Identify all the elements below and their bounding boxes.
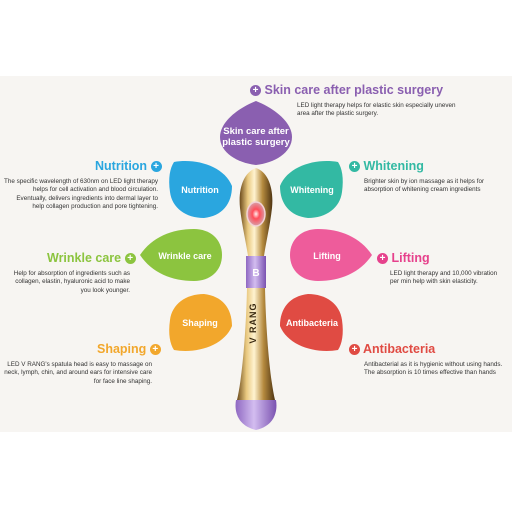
skincare-title: + Skin care after plastic surgery	[250, 83, 443, 97]
antibacteria-title: + Antibacteria	[349, 342, 435, 356]
plus-icon: +	[250, 85, 261, 96]
skincare-petal-shape	[220, 101, 292, 165]
plus-icon: +	[349, 344, 360, 355]
lifting-petal-shape	[290, 229, 372, 281]
plus-icon: +	[149, 344, 161, 355]
antibacteria-petal-shape	[280, 294, 343, 351]
shaping-description: LED V RANG's spatula head is easy to mas…	[4, 361, 152, 385]
device-brand-text: V RANG	[248, 302, 258, 344]
antibacteria-petal: Antibacteria	[285, 317, 338, 328]
plus-icon: +	[150, 161, 162, 172]
wrinkle-description: Help for absorption of ingredients such …	[13, 270, 130, 294]
plus-icon: +	[377, 253, 388, 264]
lifting-description: LED light therapy and 10,000 vibration p…	[390, 270, 498, 286]
lifting-petal: Lifting	[313, 250, 341, 261]
plus-icon: +	[124, 253, 136, 264]
lifting-title: + Lifting	[377, 251, 430, 265]
wrinkle-petal: Wrinkle care	[158, 250, 212, 261]
skincare-description: LED light therapy helps for elastic skin…	[297, 102, 456, 118]
led-wand-device: B	[235, 168, 277, 430]
whitening-description: Brighter skin by ion massage as it helps…	[364, 178, 485, 194]
shaping-title: Shaping +	[97, 342, 161, 356]
wrinkle-title: Wrinkle care +	[47, 251, 136, 265]
nutrition-description: The specific wavelength of 630nm on LED …	[4, 178, 159, 211]
logo-letter: B	[252, 268, 259, 279]
whitening-petal: Whitening	[290, 184, 334, 195]
nutrition-petal: Nutrition	[181, 184, 219, 195]
wrinkle-petal-shape	[140, 229, 222, 281]
nutrition-petal-shape	[169, 161, 232, 218]
nutrition-title: Nutrition +	[95, 159, 162, 173]
antibacteria-description: Antibacterial as it is hygienic without …	[364, 361, 503, 377]
whitening-petal-shape	[280, 161, 343, 218]
plus-icon: +	[349, 161, 360, 172]
skincare-petal: Skin care after plastic surgery	[222, 126, 290, 148]
whitening-title: + Whitening	[349, 159, 424, 173]
shaping-petal: Shaping	[182, 317, 218, 328]
shaping-petal-shape	[169, 294, 232, 351]
